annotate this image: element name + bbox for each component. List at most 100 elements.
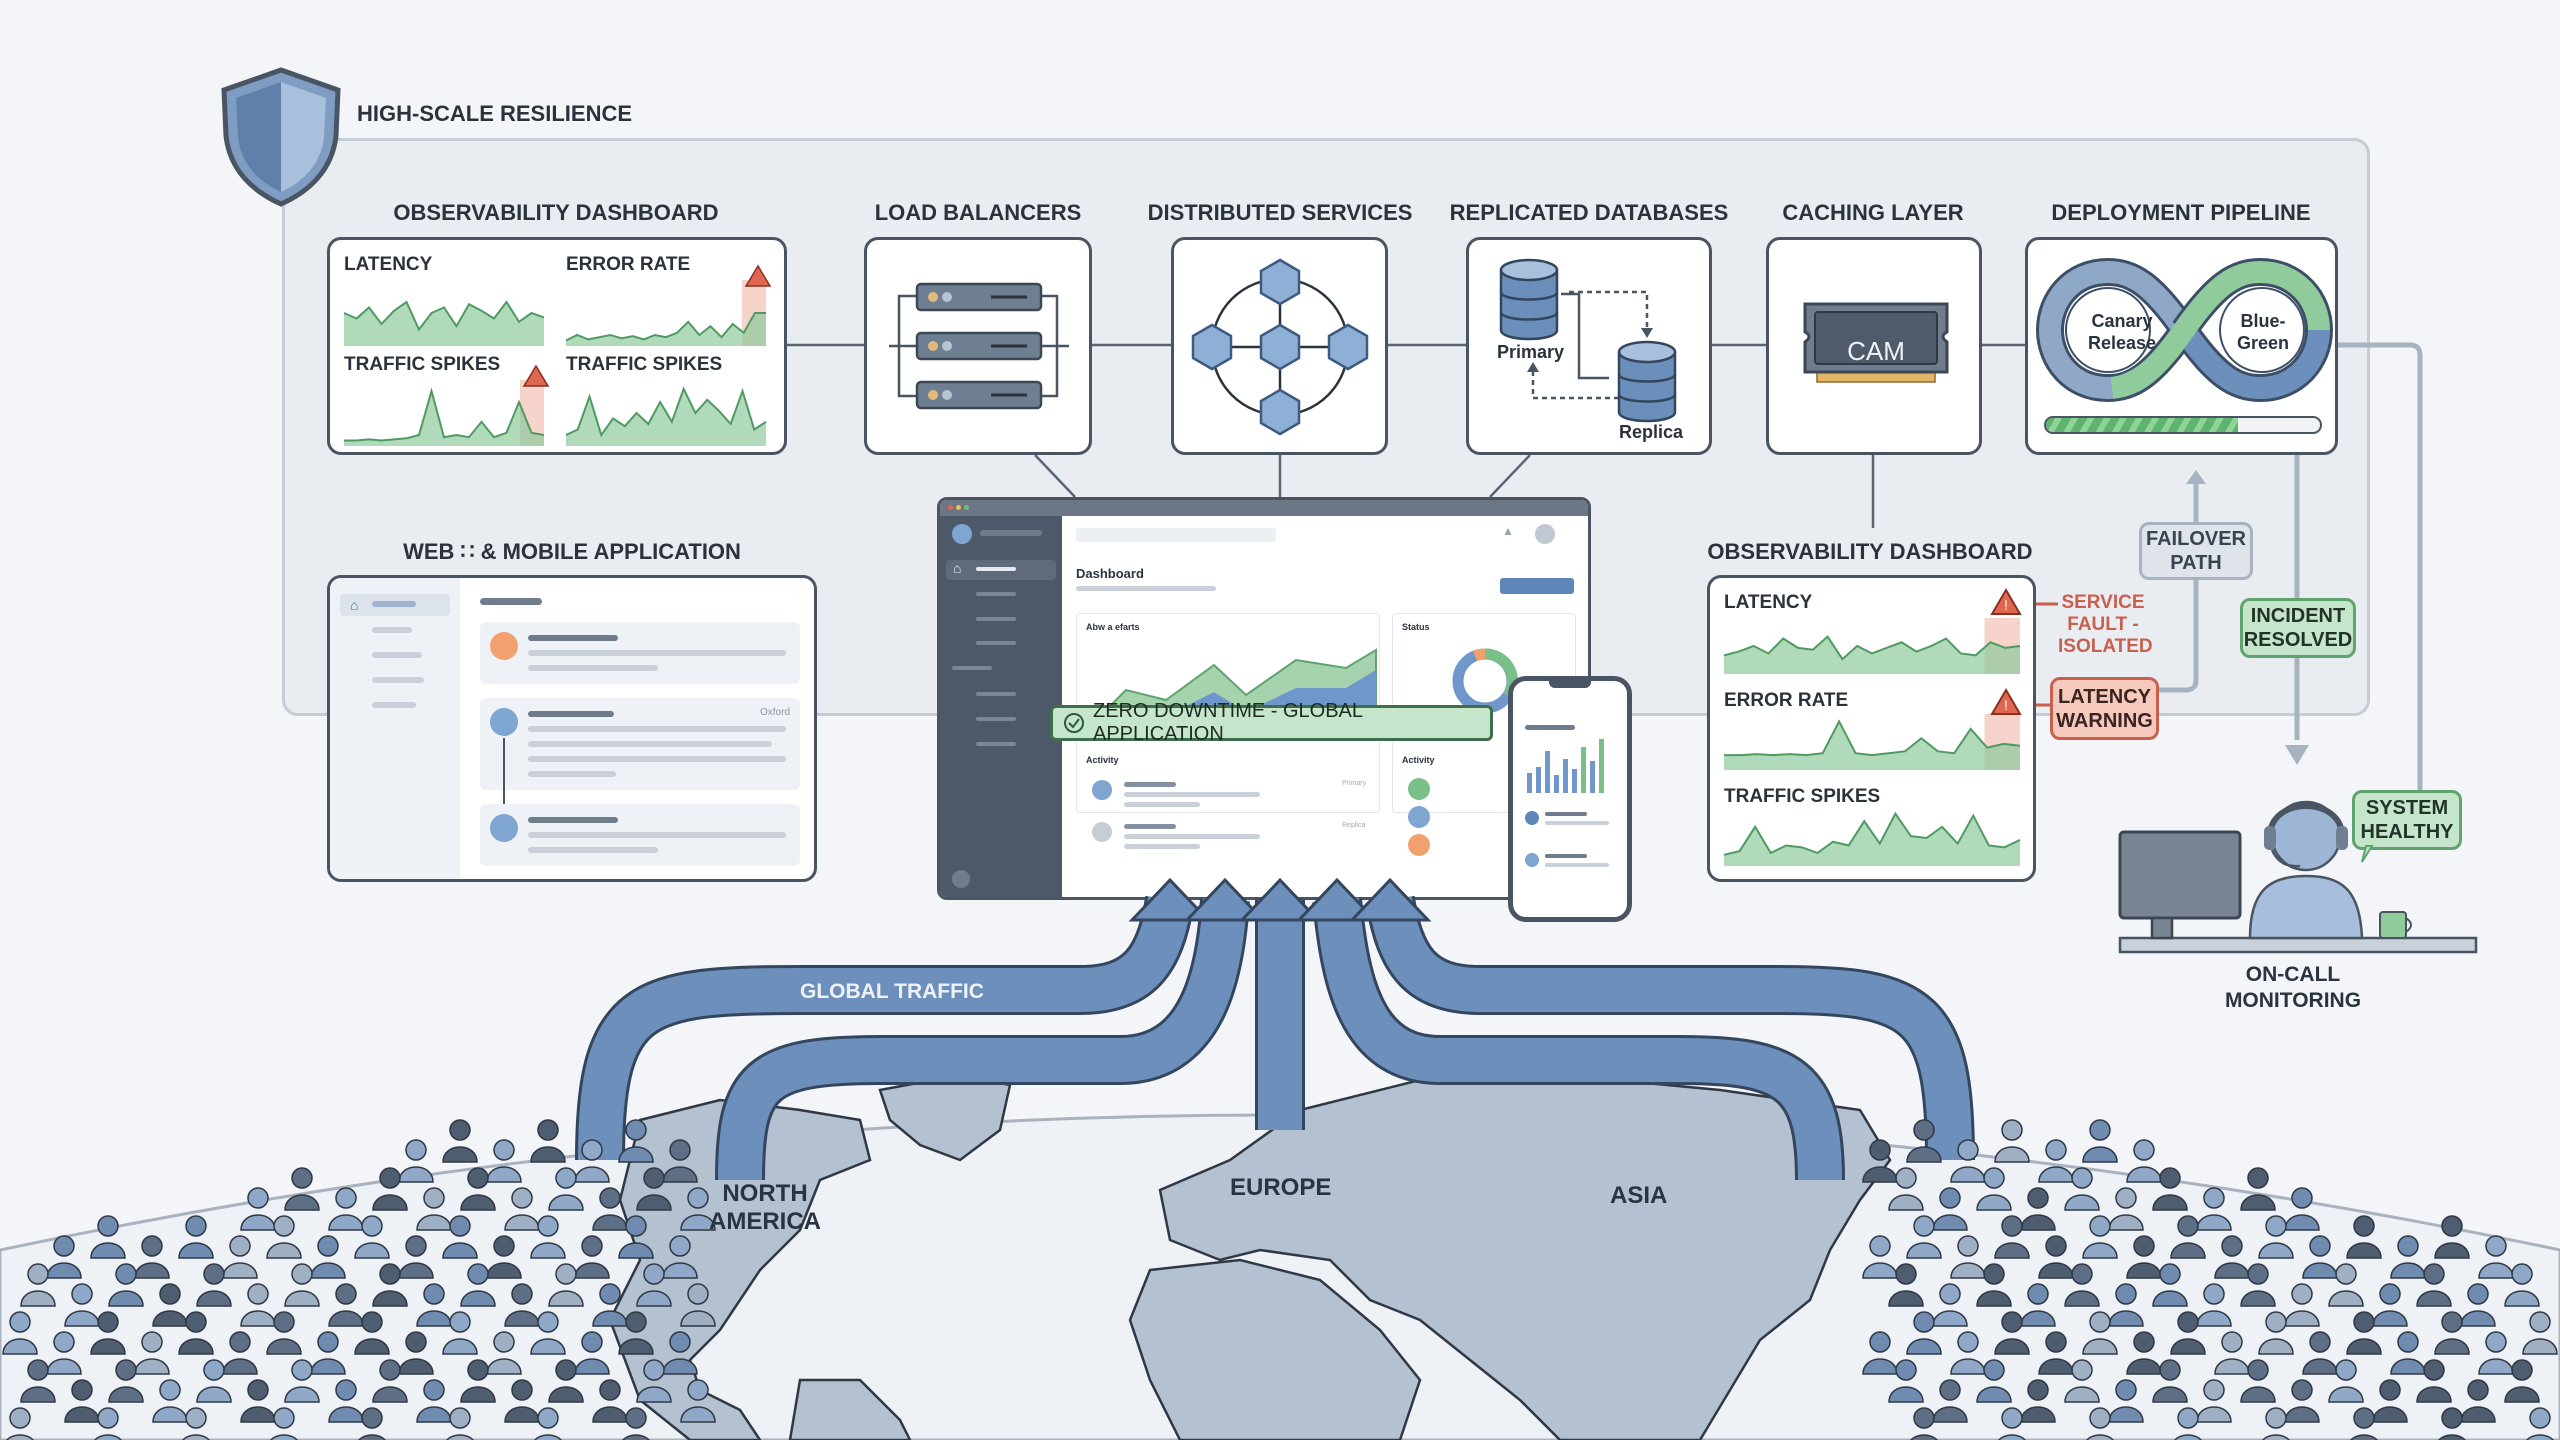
error-rate-sparkline <box>1724 714 2021 770</box>
on-call-operator-illustration <box>2118 800 2478 954</box>
warning-icon <box>744 264 772 287</box>
check-circle-icon <box>1064 713 1084 733</box>
zero-downtime-banner: ZERO DOWNTIME - GLOBAL APPLICATION <box>1050 700 1493 745</box>
chart-label-error-rate: ERROR RATE <box>566 254 691 275</box>
user-icon <box>636 1263 672 1307</box>
user-icon <box>1906 1215 1942 1259</box>
activity-tag-primary: Primary <box>1342 780 1367 787</box>
user-icon <box>2262 1407 2290 1440</box>
user-icon <box>2478 1331 2514 1375</box>
user-icon <box>178 1311 214 1355</box>
user-icon <box>64 1283 100 1327</box>
user-icon <box>1932 1379 1968 1423</box>
infinity-loop-icon <box>2035 257 2334 403</box>
traffic-arrow <box>718 898 1247 1181</box>
user-icon <box>2390 1331 2426 1375</box>
user-icon <box>266 1311 302 1355</box>
observability-right-panel: LATENCY ERROR RATE TRAFFIC SPIKES ! ! <box>1707 575 2036 882</box>
user-icon <box>2258 1215 2294 1259</box>
user-icon <box>2328 1359 2364 1403</box>
failover-path-badge: FAILOVER PATH <box>2139 522 2253 580</box>
database-primary-icon <box>1499 258 1559 341</box>
user-icon <box>504 1187 540 1231</box>
server-rack-icon <box>889 282 1069 410</box>
user-icon <box>222 1331 258 1375</box>
user-icon <box>446 1407 474 1440</box>
user-icon <box>618 1215 654 1259</box>
header-title: HIGH-SCALE RESILIENCE <box>357 101 633 126</box>
user-icon <box>398 1235 434 1279</box>
chart-label-traffic-spikes-2: TRAFFIC SPIKES <box>566 354 723 375</box>
north-america <box>608 1098 872 1440</box>
user-icon <box>2108 1187 2144 1231</box>
canary-release-label: Canary Release <box>2087 311 2157 353</box>
bell-icon[interactable]: ▲ <box>1502 524 1514 538</box>
user-icon <box>6 1407 34 1440</box>
web-mobile-panel: ⌂ Oxford <box>327 575 817 882</box>
user-icon <box>1950 1235 1986 1279</box>
user-icon <box>178 1215 214 1259</box>
user-icon <box>1976 1167 2012 1211</box>
south-america <box>788 1378 912 1440</box>
user-icon <box>222 1235 258 1279</box>
user-icon <box>1888 1263 1924 1307</box>
user-icon <box>2504 1263 2540 1307</box>
load-balancers-title: LOAD BALANCERS <box>874 200 1082 225</box>
traffic-arrow <box>1368 896 1972 1161</box>
user-icon <box>2082 1311 2118 1355</box>
user-icon <box>2020 1187 2056 1231</box>
user-icon <box>1888 1167 1924 1211</box>
warning-icon: ! <box>1990 588 2022 615</box>
user-icon <box>530 1311 566 1355</box>
user-icon <box>196 1359 232 1403</box>
blue-green-label: Blue-Green <box>2236 311 2290 353</box>
chart-label-latency: LATENCY <box>344 254 433 275</box>
user-icon <box>398 1139 434 1183</box>
traffic-arrow <box>578 896 1192 1161</box>
user-icon <box>2086 1407 2114 1440</box>
traffic-arrow <box>1315 897 1842 1181</box>
page-title: Dashboard <box>1076 566 1144 581</box>
cache-chip-label: CAM <box>1847 336 1905 366</box>
africa <box>1128 1258 1422 1440</box>
user-icon <box>372 1263 408 1307</box>
user-icon <box>2240 1359 2276 1403</box>
user-icon <box>2152 1359 2188 1403</box>
user-icon <box>90 1215 126 1259</box>
user-icon <box>284 1359 320 1403</box>
user-icon <box>662 1235 698 1279</box>
user-icon <box>548 1359 584 1403</box>
user-icon <box>1888 1359 1924 1403</box>
home-icon: ⌂ <box>350 597 359 613</box>
user-icon <box>486 1235 522 1279</box>
user-icon <box>270 1407 298 1440</box>
chart-label-traffic-spikes: TRAFFIC SPIKES <box>344 354 501 375</box>
user-icon <box>328 1379 364 1423</box>
search-input[interactable] <box>1076 528 1276 542</box>
chart-label-traffic-spikes: TRAFFIC SPIKES <box>1724 786 1881 807</box>
user-icon <box>1950 1139 1986 1183</box>
user-icon <box>2214 1235 2250 1279</box>
user-icon <box>2170 1215 2206 1259</box>
user-icon <box>2284 1283 2320 1327</box>
user-icon <box>1906 1119 1942 1163</box>
observability-top-title: OBSERVABILITY DASHBOARD <box>393 200 719 225</box>
user-icon <box>530 1215 566 1259</box>
caching-layer-title: CACHING LAYER <box>1782 200 1964 225</box>
user-icon <box>1910 1407 1938 1440</box>
user-icon <box>662 1139 698 1183</box>
user-icon <box>2196 1283 2232 1327</box>
primary-action-button[interactable] <box>1500 578 1574 594</box>
user-icon <box>2526 1407 2554 1440</box>
user-icon <box>2258 1311 2294 1355</box>
user-icon <box>196 1263 232 1307</box>
user-icon <box>240 1283 276 1327</box>
user-icon <box>20 1359 56 1403</box>
user-icon <box>416 1283 452 1327</box>
user-icon <box>662 1331 698 1375</box>
traffic-spikes-sparkline <box>344 364 550 446</box>
user-icon <box>2152 1167 2188 1211</box>
user-icon <box>2038 1235 2074 1279</box>
avatar[interactable] <box>1535 524 1555 544</box>
user-icon <box>2504 1359 2540 1403</box>
